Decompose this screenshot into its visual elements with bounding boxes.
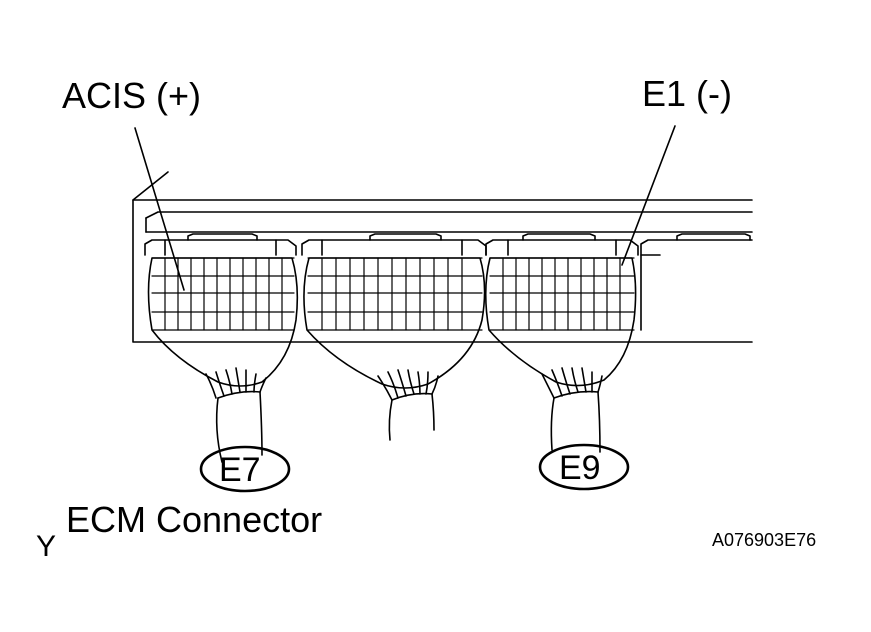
figure-code: A076903E76 <box>712 530 817 550</box>
corner-mark: Y <box>36 530 57 563</box>
connector-e7-label: E7 <box>219 451 261 489</box>
wire-harness-e9 <box>541 367 603 453</box>
wire-harness-e7 <box>205 367 267 463</box>
connector-e9-body <box>484 233 639 387</box>
e7-oval <box>199 445 291 493</box>
acis-leader-line <box>134 127 185 291</box>
connector-middle-body <box>301 233 487 389</box>
ecm-housing <box>132 171 753 343</box>
wire-harness-middle <box>377 369 439 441</box>
e9-oval <box>538 443 630 491</box>
e1-leader-line <box>621 125 676 266</box>
acis-pin-label: ACIS (+) <box>62 75 202 116</box>
connector-right-body <box>640 233 753 331</box>
diagram-title: ECM Connector <box>66 499 323 540</box>
e1-pin-label: E1 (-) <box>642 73 732 114</box>
connector-e7-body <box>144 233 299 387</box>
connector-e9-label: E9 <box>559 449 601 487</box>
